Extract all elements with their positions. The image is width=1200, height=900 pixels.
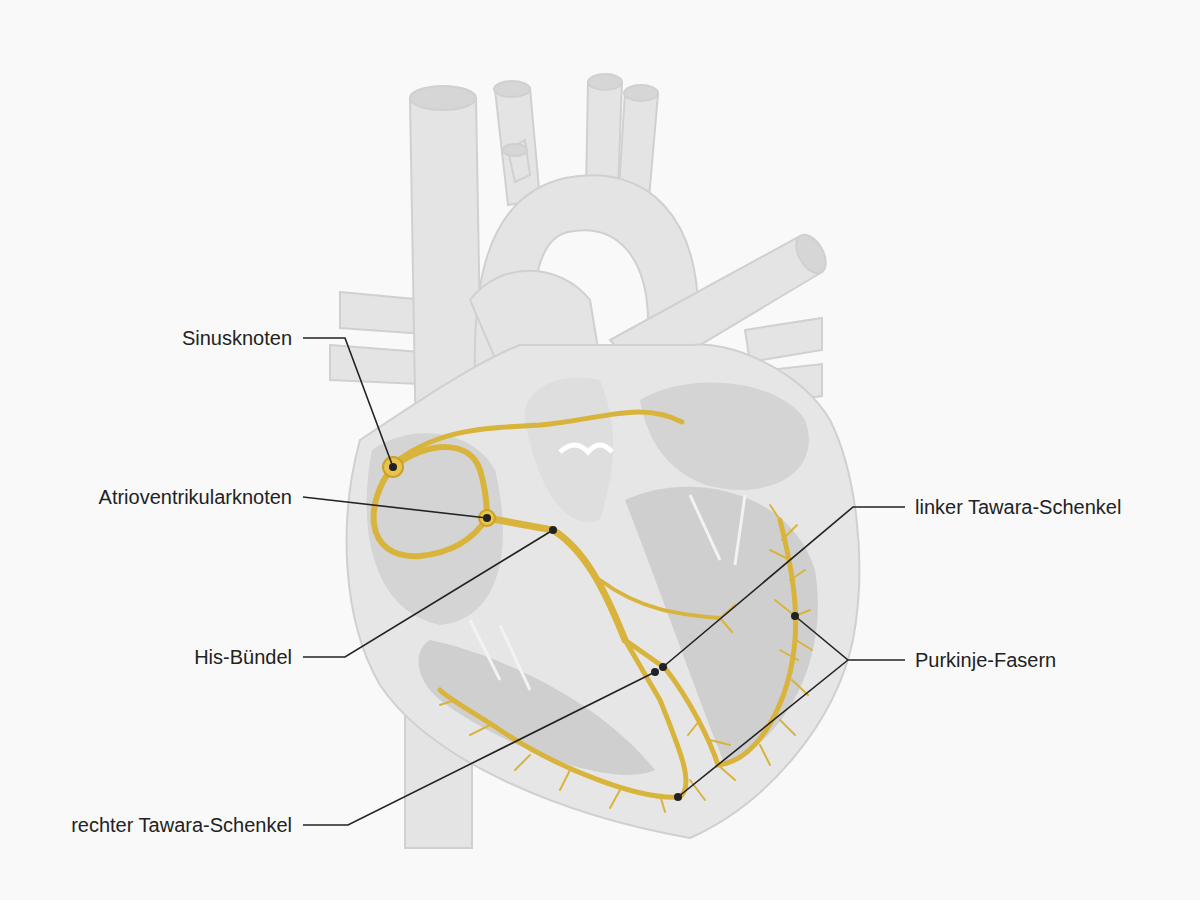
leader-dots	[389, 463, 799, 801]
part-label: Purkinje-Fasern	[915, 648, 1056, 672]
vessels-part	[745, 318, 822, 362]
conduction-system-part	[383, 457, 403, 477]
conduction-system-part	[625, 520, 796, 765]
leader-lines-part	[303, 338, 393, 467]
vessels-part	[588, 74, 622, 90]
vessels-part	[495, 88, 540, 205]
leader-lines-part	[303, 530, 553, 657]
leader-dots-part	[674, 793, 682, 801]
heart-body-part	[525, 377, 614, 521]
leader-lines-part	[663, 507, 905, 667]
leader-lines-part	[303, 672, 655, 825]
conduction-system-part	[760, 505, 812, 765]
vessels	[330, 74, 832, 848]
vessels-part	[494, 81, 530, 97]
conduction-system-part	[770, 550, 798, 660]
part-label: Atrioventrikularknoten	[99, 485, 292, 509]
leader-dots-part	[483, 514, 491, 522]
heart-body-part	[367, 433, 503, 625]
vessels-part	[624, 85, 658, 101]
conduction-system-part	[440, 700, 705, 812]
vessels-part	[330, 345, 420, 384]
leader-dots-part	[791, 612, 799, 620]
vessels-part	[790, 230, 832, 278]
heart-body-part	[560, 445, 612, 452]
vessels-part	[410, 86, 476, 110]
heart-body-part	[640, 383, 809, 490]
conduction-system	[374, 412, 812, 812]
conduction-system-part	[487, 518, 625, 640]
leader-dots-part	[549, 526, 557, 534]
part-label: Sinusknoten	[182, 326, 292, 350]
leader-dots-part	[659, 663, 667, 671]
conduction-system-part	[688, 605, 735, 780]
heart-body	[347, 344, 860, 838]
leader-dots-part	[389, 463, 397, 471]
heart-body-part	[347, 344, 860, 838]
heart-body-part	[470, 620, 530, 690]
vessels-part	[586, 82, 622, 190]
part-label: rechter Tawara-Schenkel	[71, 813, 292, 837]
leader-dots-part	[651, 668, 659, 676]
conduction-system-part	[398, 412, 682, 460]
heart-body-part	[690, 495, 745, 565]
heart-body-part	[625, 487, 818, 765]
vessels-part	[340, 292, 425, 334]
leader-lines-part	[678, 616, 905, 797]
vessels-part	[503, 144, 527, 156]
part-label: His-Bündel	[194, 645, 292, 669]
part-label: linker Tawara-Schenkel	[915, 495, 1121, 519]
conduction-system-part	[600, 580, 720, 618]
leader-lines	[303, 338, 905, 825]
leader-lines-part	[303, 497, 487, 518]
conduction-system-part	[393, 447, 487, 518]
